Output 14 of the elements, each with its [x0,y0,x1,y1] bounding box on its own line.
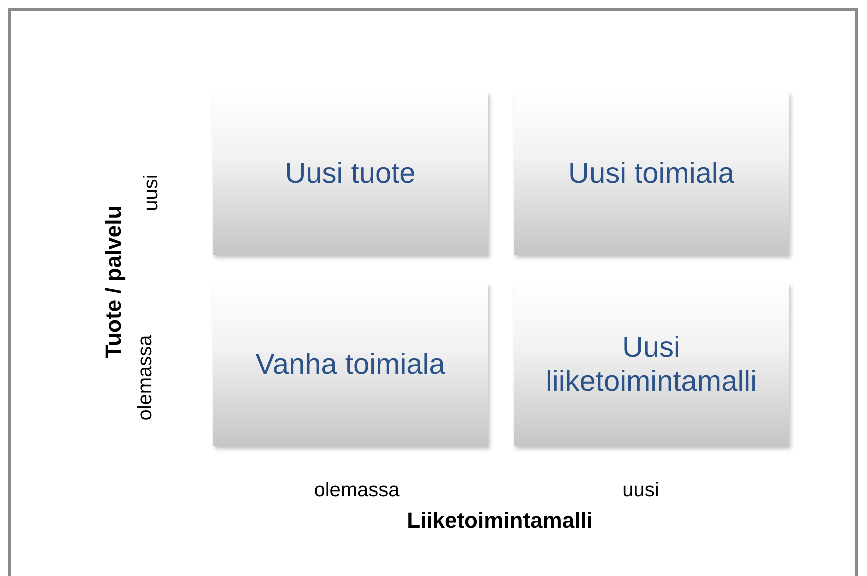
axis-tick-label: olemassa [134,335,158,421]
axis-tick-label: uusi [622,480,660,502]
quadrant-box [213,92,488,255]
axis-title: Tuote / palvelu [101,206,127,358]
quadrant-label: Uusi liiketoimintamalli [544,330,758,398]
axis-tick-label: uusi [140,174,164,212]
quadrant-box [514,92,789,255]
axis-tick-label: olemassa [314,480,400,502]
quadrant-label: Uusi tuote [284,156,417,190]
quadrant-box [213,283,488,446]
quadrant-label: Uusi toimiala [568,156,736,190]
quadrant-box [514,283,789,446]
quadrant-label: Vanha toimiala [254,348,446,382]
axis-title: Liiketoimintamalli [407,508,593,534]
